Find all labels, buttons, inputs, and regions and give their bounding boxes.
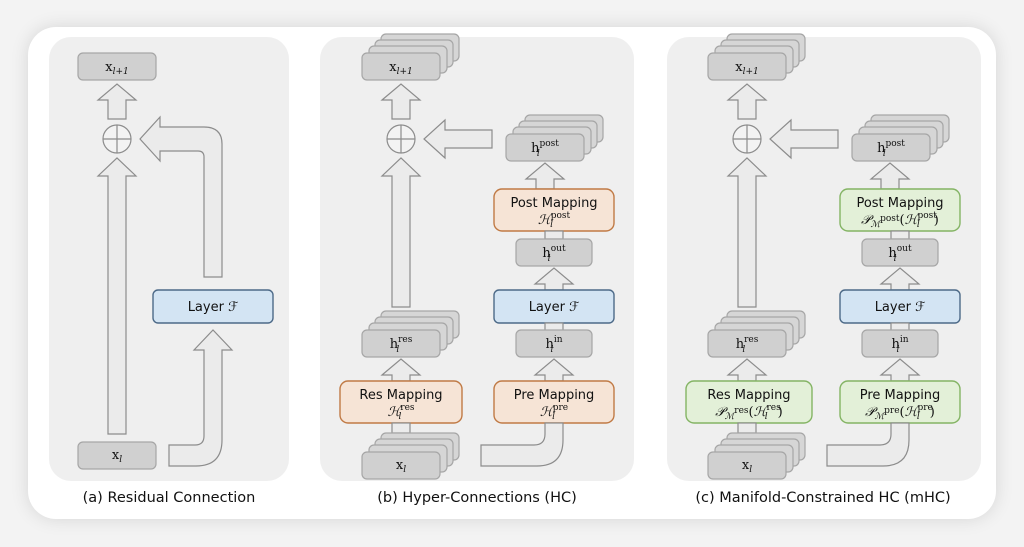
x-next-label: xl+1 xyxy=(735,60,759,77)
layer-label: Layer ℱ xyxy=(875,300,926,315)
input-to-layer-arrow xyxy=(168,329,234,467)
x-input-label: xl xyxy=(396,458,406,475)
panel-residual-connection: xl+1 Layer ℱ xl (a) Residual Connection xyxy=(49,37,289,506)
layer-label: Layer ℱ xyxy=(188,300,239,315)
layer-block: Layer ℱ xyxy=(839,289,961,324)
caption-a: (a) Residual Connection xyxy=(83,490,256,506)
arrow-to-h-in xyxy=(879,358,921,382)
input-to-pre-mapping-arrow xyxy=(826,422,910,467)
post-mapping-title: Post Mapping xyxy=(510,196,597,211)
stem-to-res-mapping xyxy=(391,422,411,434)
res-mapping-title: Res Mapping xyxy=(359,388,442,403)
post-to-sum-arrow xyxy=(769,118,839,160)
arrow-to-h-in xyxy=(533,358,575,382)
pre-mapping-title: Pre Mapping xyxy=(514,388,595,403)
residual-stream-arrow xyxy=(726,157,768,308)
pre-mapping-title: Pre Mapping xyxy=(860,388,941,403)
x-input-label: xl xyxy=(112,448,122,465)
caption-b: (b) Hyper-Connections (HC) xyxy=(377,490,577,506)
layer-block: Layer ℱ xyxy=(152,289,274,324)
res-mapping-title: Res Mapping xyxy=(707,388,790,403)
residual-stream-arrow xyxy=(380,157,422,308)
caption-c: (c) Manifold-Constrained HC (mHC) xyxy=(695,490,950,506)
node-x-next: xl+1 xyxy=(77,52,157,81)
arrow-to-h-out xyxy=(879,267,921,291)
arrow-to-output xyxy=(726,83,768,120)
node-x-next-stack: xl+1 xyxy=(707,33,806,81)
arrow-to-h-post xyxy=(524,162,566,190)
post-to-sum-arrow xyxy=(423,118,493,160)
addition-icon xyxy=(386,124,416,154)
addition-icon xyxy=(732,124,762,154)
identity-arrow xyxy=(96,157,138,435)
stem-to-res-mapping xyxy=(737,422,757,434)
stem-to-post-mapping xyxy=(544,230,564,240)
post-mapping-title: Post Mapping xyxy=(856,196,943,211)
arrow-to-h-res xyxy=(380,358,422,382)
x-input-label: xl xyxy=(742,458,752,475)
arrow-to-h-post xyxy=(869,162,911,190)
layer-block: Layer ℱ xyxy=(493,289,615,324)
addition-icon xyxy=(102,124,132,154)
node-x-input: xl xyxy=(77,441,157,470)
node-x-input-stack: xl xyxy=(707,432,806,480)
arrow-to-h-res xyxy=(726,358,768,382)
stem-to-post-mapping xyxy=(890,230,910,240)
residual-branch-arrow xyxy=(139,115,223,278)
x-next-label: xl+1 xyxy=(389,60,413,77)
arrow-to-h-out xyxy=(533,267,575,291)
layer-label: Layer ℱ xyxy=(529,300,580,315)
arrow-to-output xyxy=(96,83,138,120)
x-next-label: xl+1 xyxy=(105,60,129,77)
input-to-pre-mapping-arrow xyxy=(480,422,564,467)
panel-a-background xyxy=(49,37,289,481)
node-x-input-stack: xl xyxy=(361,432,460,480)
arrow-to-output xyxy=(380,83,422,120)
node-x-next-stack: xl+1 xyxy=(361,33,460,81)
